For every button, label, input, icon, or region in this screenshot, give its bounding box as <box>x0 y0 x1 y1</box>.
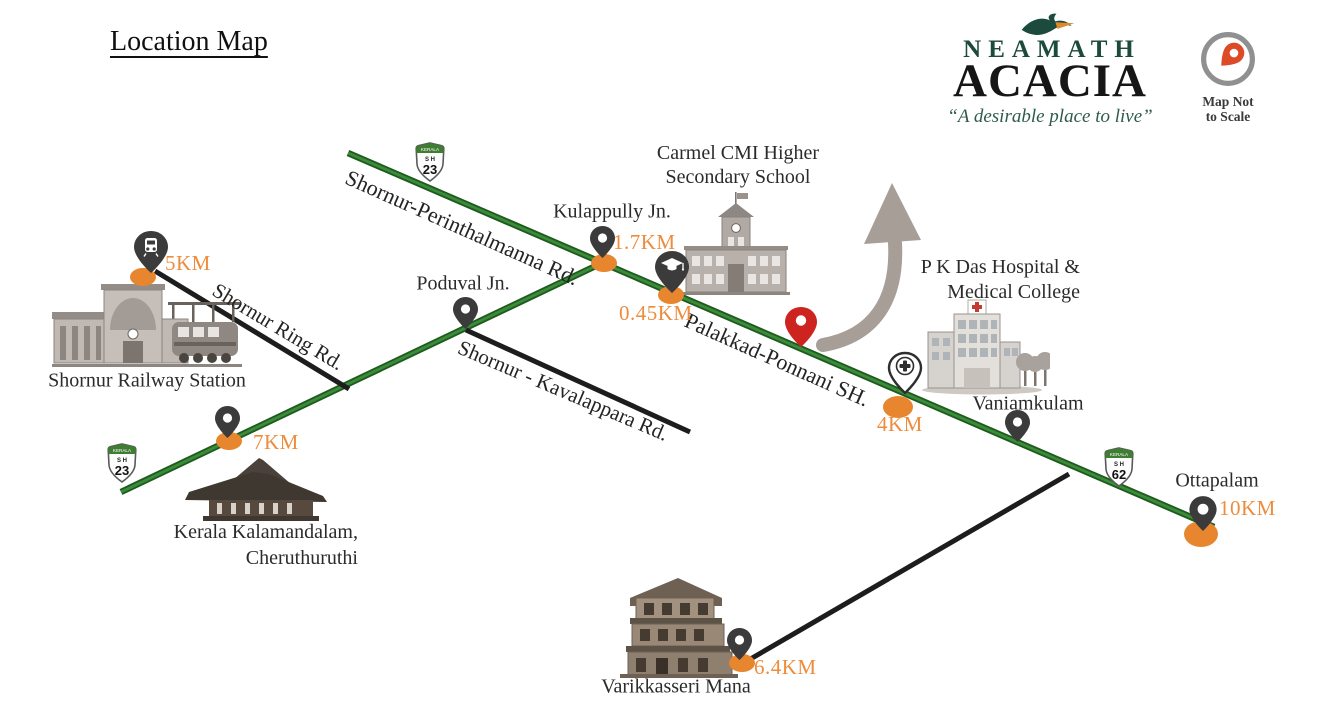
kalamandalam-label-line1: Kerala Kalamandalam, <box>173 521 358 543</box>
distance-school: 0.45KM <box>619 301 693 325</box>
road-shornur-ring-line <box>153 268 351 392</box>
vaniamkulam-pin <box>1005 410 1030 442</box>
distance-varikkasseri: 6.4KM <box>754 655 817 679</box>
vaniamkulam-label: Vaniamkulam <box>972 392 1084 415</box>
location-dot-railway <box>130 268 156 286</box>
compass-icon <box>1201 32 1255 86</box>
distance-railway: 5KM <box>165 251 211 275</box>
kalamandalam-illustration <box>185 458 327 521</box>
school-label: Carmel CMI Higher Secondary School <box>657 141 819 189</box>
map-note-line1: Map Not <box>1202 94 1254 109</box>
varikkasseri-pin <box>727 628 752 660</box>
distance-ottapalam: 10KM <box>1219 496 1276 520</box>
sign-class-label: S H <box>117 458 127 464</box>
kalamandalam-label-line2: Cheruthuruthi <box>245 547 358 569</box>
brand-product-name: ACACIA <box>953 55 1147 107</box>
page-title: Location Map <box>110 26 268 57</box>
school-illustration <box>682 192 790 295</box>
varikkasseri-label: Varikkasseri Mana <box>601 675 751 698</box>
project-arrow-body <box>816 236 903 352</box>
map-note-line2: to Scale <box>1205 109 1251 124</box>
project-location-pin <box>785 307 817 347</box>
sign-number-label: 23 <box>115 463 129 478</box>
road-sign-sh23-top: KERALA S H 23 <box>415 142 445 182</box>
brand-tagline: “A desirable place to live” <box>947 106 1153 127</box>
location-dot-kalamandalam <box>216 432 242 450</box>
bird-icon <box>1021 13 1075 36</box>
medical-cross-icon <box>895 356 915 376</box>
railway-station-pin <box>134 231 168 273</box>
school-label-line2: Secondary School <box>665 166 811 188</box>
road-varikkasseri-line <box>745 471 1071 664</box>
varikkasseri-mana-illustration <box>620 578 738 678</box>
brand-name: NEAMATH <box>963 36 1141 63</box>
railway-station-label: Shornur Railway Station <box>48 369 246 392</box>
sign-state-label: KERALA <box>421 147 440 152</box>
sign-class-label: S H <box>1114 462 1124 468</box>
road-sh23-line-inner <box>120 260 605 494</box>
distance-hospital: 4KM <box>877 412 923 436</box>
project-arrow-head <box>864 183 921 244</box>
sign-class-label: S H <box>425 157 435 163</box>
hospital-illustration <box>922 299 1050 395</box>
kalamandalam-pin <box>215 406 240 438</box>
location-dot-varikkasseri <box>729 654 755 672</box>
graduation-cap-icon <box>661 258 685 271</box>
kalamandalam-label: Kerala Kalamandalam, Cheruthuruthi <box>158 519 358 571</box>
hospital-label: P K Das Hospital & Medical College <box>880 255 1080 305</box>
location-dot-kulappully <box>591 254 617 272</box>
sign-state-label: KERALA <box>113 448 132 453</box>
road-kavalappara-line <box>464 327 692 435</box>
distance-kulappully: 1.7KM <box>613 230 676 254</box>
sign-number-label: 23 <box>423 162 437 177</box>
sign-state-label: KERALA <box>1110 452 1129 457</box>
location-dot-school <box>658 286 684 304</box>
road-sign-sh62: KERALA S H 62 <box>1104 447 1134 487</box>
hospital-label-line1: P K Das Hospital & <box>920 256 1080 278</box>
railway-station-illustration <box>52 284 242 367</box>
poduval-label: Poduval Jn. <box>416 272 510 295</box>
road-palakkad-ponnani-line-inner <box>347 151 1215 529</box>
kulappully-pin <box>590 226 615 258</box>
distance-kalamandalam: 7KM <box>253 430 299 454</box>
school-label-line1: Carmel CMI Higher <box>656 142 820 164</box>
ottapalam-pin <box>1189 496 1217 531</box>
hospital-label-line2: Medical College <box>947 281 1080 303</box>
hospital-pin <box>887 351 923 395</box>
road-sign-sh23-left: KERALA S H 23 <box>107 443 137 483</box>
location-dot-hospital <box>883 396 913 418</box>
kulappully-label: Kulappully Jn. <box>553 200 671 223</box>
sign-number-label: 62 <box>1112 467 1126 482</box>
train-icon <box>143 238 159 257</box>
poduval-pin <box>453 297 478 329</box>
school-pin <box>655 251 689 293</box>
ottapalam-label: Ottapalam <box>1175 469 1259 492</box>
